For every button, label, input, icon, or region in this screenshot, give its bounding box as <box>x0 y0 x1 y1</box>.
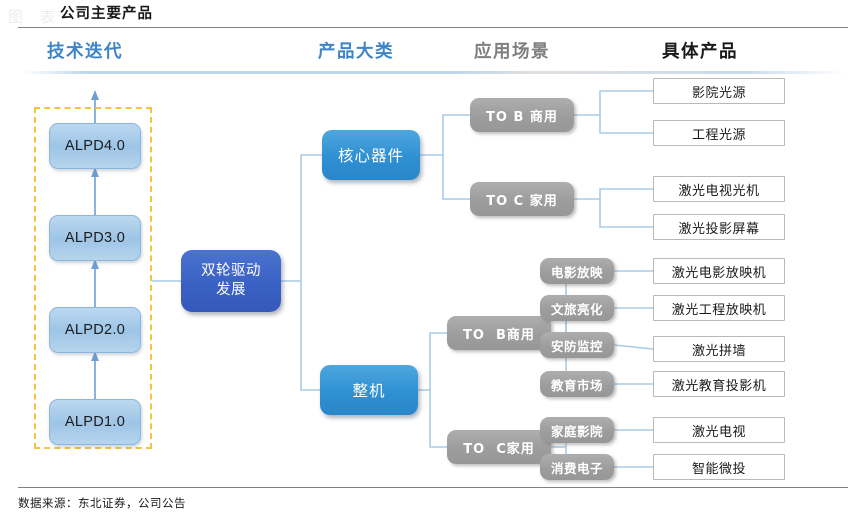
node-alpd-4[interactable]: ALPD4.0 <box>49 123 141 169</box>
node-product-laser-cinema-projector[interactable]: 激光电影放映机 <box>653 258 785 284</box>
figure-watermark: 图 表 <box>8 8 61 26</box>
node-scenario-cultural-tourism-lighting[interactable]: 文旅亮化 <box>540 295 614 321</box>
node-alpd-2[interactable]: ALPD2.0 <box>49 307 141 353</box>
node-whole-machine[interactable]: 整机 <box>320 365 418 415</box>
node-product-laser-tv-optical-engine[interactable]: 激光电视光机 <box>653 176 785 202</box>
node-alpd-3[interactable]: ALPD3.0 <box>49 215 141 261</box>
node-scenario-consumer-electronics[interactable]: 消费电子 <box>540 454 614 480</box>
top-rule <box>18 27 848 28</box>
node-channel-tob-whole-machine[interactable]: TO B商用 <box>447 316 551 350</box>
node-channel-toc-whole-machine[interactable]: TO C家用 <box>447 430 551 464</box>
column-header-application-scenario: 应用场景 <box>474 42 550 62</box>
node-product-laser-projection-screen[interactable]: 激光投影屏幕 <box>653 214 785 240</box>
figure-title: 公司主要产品 <box>60 5 153 22</box>
node-scenario-education-market[interactable]: 教育市场 <box>540 371 614 397</box>
node-scenario-movie-screening[interactable]: 电影放映 <box>540 258 614 284</box>
node-scenario-home-theater[interactable]: 家庭影院 <box>540 417 614 443</box>
node-product-smart-micro-projector[interactable]: 智能微投 <box>653 454 785 480</box>
tech-iteration-group-highlight <box>34 107 152 449</box>
node-product-laser-engineering-projector[interactable]: 激光工程放映机 <box>653 295 785 321</box>
node-product-cinema-light-source[interactable]: 影院光源 <box>653 78 785 104</box>
node-channel-toc-core-device[interactable]: TO C 家用 <box>470 182 574 216</box>
data-source-note: 数据来源：东北证券，公司公告 <box>18 496 186 510</box>
node-channel-tob-core-device[interactable]: TO B 商用 <box>470 98 574 132</box>
node-product-laser-video-wall[interactable]: 激光拼墙 <box>653 336 785 362</box>
node-scenario-security-monitoring[interactable]: 安防监控 <box>540 332 614 358</box>
node-core-device[interactable]: 核心器件 <box>322 130 420 180</box>
node-product-laser-education-projector[interactable]: 激光教育投影机 <box>653 371 785 397</box>
node-product-engineering-light-source[interactable]: 工程光源 <box>653 120 785 146</box>
node-alpd-1[interactable]: ALPD1.0 <box>49 399 141 445</box>
bottom-rule <box>18 487 848 488</box>
node-dual-wheel-drive[interactable]: 双轮驱动 发展 <box>181 250 281 312</box>
column-header-tech-iteration: 技术迭代 <box>47 42 123 62</box>
node-product-laser-tv[interactable]: 激光电视 <box>653 417 785 443</box>
header-divider <box>22 71 846 74</box>
column-header-specific-product: 具体产品 <box>662 42 738 62</box>
column-header-product-category: 产品大类 <box>318 42 394 62</box>
